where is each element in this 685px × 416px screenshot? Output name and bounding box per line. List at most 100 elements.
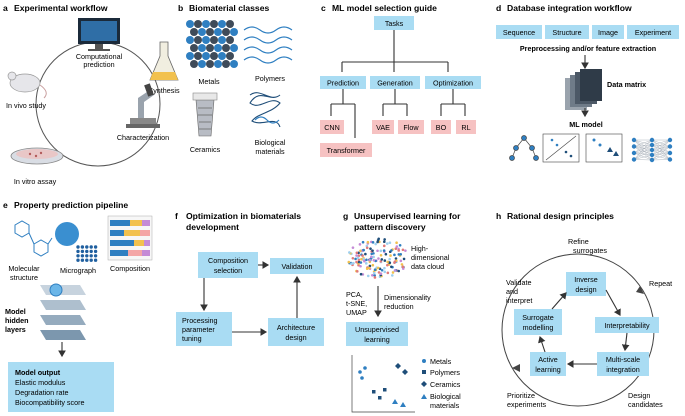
cloud-point	[347, 260, 351, 264]
surrogate-box	[514, 309, 562, 335]
neural-net-icon	[631, 137, 673, 163]
nn-edge	[651, 139, 671, 151]
cloud-point	[369, 247, 372, 250]
tasks-label: Tasks	[385, 19, 404, 28]
cnn-label: CNN	[324, 123, 340, 132]
cloud-point	[370, 255, 373, 259]
nn-edge	[633, 144, 653, 154]
metal-atom	[186, 20, 194, 28]
prediction-box	[320, 76, 366, 89]
panel-f-title-1: Optimization in biomaterials	[186, 211, 301, 221]
cloud-point	[350, 262, 353, 266]
cloud-point	[374, 242, 377, 246]
cloud-point	[383, 240, 386, 244]
tasks-box	[374, 16, 414, 30]
cloud-point	[380, 258, 384, 261]
metal-atom	[190, 44, 198, 52]
cnn-box	[320, 120, 344, 134]
legend-biological: Biological	[430, 392, 461, 401]
model-output-box	[8, 362, 114, 412]
panel-g-title-1: Unsupervised learning for	[354, 211, 461, 221]
nn-edge	[651, 146, 671, 161]
outer-refine: Refine	[568, 237, 589, 246]
cloud-point	[388, 261, 392, 265]
cloud-point	[397, 253, 401, 256]
cloud-point	[377, 237, 381, 241]
legend-biological-marker	[421, 394, 427, 399]
scatter-icon	[585, 133, 623, 163]
micrograph-grain	[85, 249, 89, 254]
metal-atom	[206, 60, 214, 68]
unsupervised-box	[346, 322, 408, 346]
panel-c: c ML model selection guide Tasks Predict…	[320, 3, 481, 157]
metal-atom	[198, 44, 206, 52]
nn-node	[649, 147, 655, 153]
metal-atom	[202, 36, 210, 44]
micrograph-grain	[89, 258, 93, 262]
cloud-point	[371, 273, 374, 277]
outer-design: Design	[628, 391, 650, 400]
polymers-icon	[243, 26, 293, 64]
metal-atom	[218, 36, 226, 44]
flow-label: Flow	[403, 123, 419, 132]
panel-a-title: Experimental workflow	[14, 3, 108, 13]
nn-edge	[633, 139, 653, 151]
tree-icon	[509, 135, 539, 161]
cloud-point	[359, 272, 363, 276]
preprocessing-label: Preprocessing and/or feature extraction	[520, 44, 656, 53]
inverse-line2: design	[575, 285, 596, 294]
nn-node	[631, 137, 637, 143]
cloud-point	[365, 258, 368, 262]
cloud-point	[351, 246, 355, 249]
cloud-point	[355, 270, 359, 273]
step-in-vitro: In vitro assay	[14, 177, 57, 186]
cloud-point	[404, 249, 407, 252]
nn-edge	[651, 139, 671, 147]
structure-box	[545, 25, 589, 39]
nn-edge	[651, 152, 671, 156]
micrograph-grain	[93, 254, 98, 258]
transformer-box	[320, 143, 372, 157]
metal-atom	[222, 60, 230, 68]
cloud-point	[391, 271, 395, 274]
cloud-point	[360, 257, 363, 261]
nn-edge	[651, 152, 671, 161]
cloud-point	[355, 254, 358, 257]
ceramics-implant-icon	[192, 92, 218, 137]
metal-atom	[198, 60, 206, 68]
hidden-model: Model	[5, 307, 26, 316]
metal-atom	[214, 60, 222, 68]
metal-atom	[198, 28, 206, 36]
legend-polymers-marker	[422, 370, 426, 374]
class-materials: materials	[255, 147, 285, 156]
metal-atom	[190, 60, 198, 68]
nn-edge	[651, 139, 671, 146]
panel-g-letter: g	[343, 211, 348, 221]
cloud-point	[373, 274, 376, 277]
composition-chart-icon	[107, 215, 153, 261]
nn-node	[649, 157, 655, 163]
cloud-point	[393, 253, 396, 257]
cloud-point	[399, 259, 403, 263]
image-label: Image	[598, 28, 618, 37]
hidden-hidden: hidden	[5, 316, 29, 325]
nn-edge	[651, 144, 671, 154]
multiscale-line2: integration	[606, 365, 640, 374]
cloud-point	[386, 260, 389, 264]
cloud-point	[394, 247, 398, 250]
generation-label: Generation	[377, 79, 413, 88]
transformer-label: Transformer	[327, 146, 366, 155]
nn-node	[667, 144, 673, 149]
cloud-point	[382, 249, 386, 252]
step-prediction: prediction	[83, 60, 114, 69]
metal-atom	[218, 52, 226, 60]
active-line2: learning	[535, 365, 561, 374]
structure-label: Structure	[552, 28, 581, 37]
cloud-point	[362, 248, 365, 252]
cloud-point	[377, 271, 381, 274]
cloud-point	[393, 260, 397, 264]
input-micrograph: Micrograph	[60, 266, 96, 275]
cloud-point	[401, 265, 405, 269]
rl-box	[456, 120, 476, 134]
